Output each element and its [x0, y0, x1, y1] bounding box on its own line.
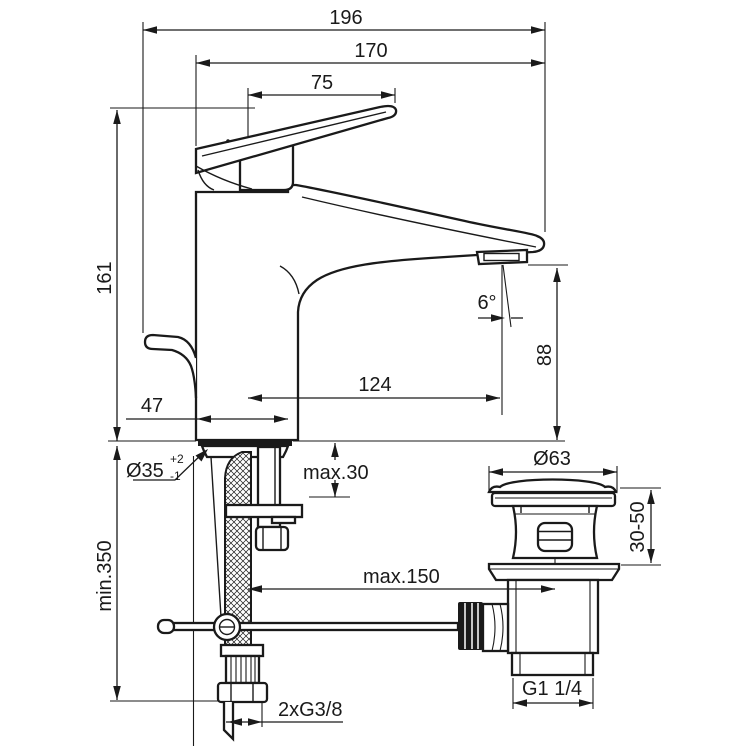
- label-spout-outlet-height: 88: [534, 344, 556, 366]
- label-supply-connections: 2xG3/8: [278, 699, 342, 721]
- dimension-lines: [113, 26, 655, 726]
- waste-flange: [490, 491, 617, 508]
- waste-plug-cap: [487, 478, 618, 494]
- popup-waste-assembly: [458, 478, 621, 677]
- vertical-pull-rod: [210, 456, 222, 618]
- tail-pipe: [222, 702, 235, 742]
- label-waste-flange-diameter: Ø63: [533, 448, 571, 470]
- handle-chin-line: [195, 165, 253, 190]
- waste-lower-tube: [506, 578, 600, 655]
- aerator-insert: [483, 252, 520, 262]
- label-waste-thread: G1 1/4: [522, 678, 582, 700]
- label-basin-thickness-range: 30-50: [627, 501, 649, 552]
- label-spout-angle: 6°: [477, 292, 496, 314]
- dimension-labels: 196 170 75 161 min.350 47 124 88 6° Ø35 …: [94, 7, 649, 721]
- handle-indicator-dot: [226, 139, 230, 143]
- ball-joint-boot: [458, 602, 483, 650]
- base-gasket: [198, 440, 292, 446]
- rod-end-cap: [156, 618, 176, 635]
- label-hose-min-length: min.350: [94, 540, 116, 611]
- handle-rear-arc: [197, 169, 215, 191]
- label-body-depth: 47: [141, 395, 163, 417]
- second-hose-hex: [254, 525, 290, 552]
- faucet-body-and-spout: [194, 183, 546, 442]
- lever-window: [536, 521, 574, 553]
- spout-inner-edge: [301, 196, 537, 248]
- bracket-step: [270, 515, 297, 525]
- body-rear-hook: [143, 333, 198, 399]
- label-hole-tol-plus: +2: [170, 452, 184, 466]
- mounting-bracket: [224, 503, 304, 519]
- faucet-outline: [143, 104, 546, 459]
- label-handle-length: 75: [311, 72, 333, 94]
- waste-locknut: [487, 562, 621, 582]
- crimp-ribs: [230, 657, 256, 682]
- waste-threaded-tail: [510, 651, 595, 677]
- below-deck-assembly: [156, 445, 460, 742]
- lever-handle: [194, 104, 398, 175]
- g38-nut: [216, 681, 269, 704]
- label-body-to-spout: 170: [354, 40, 387, 62]
- label-overall-width: 196: [329, 7, 362, 29]
- hose-collar: [219, 643, 265, 658]
- label-hole-diameter: Ø35: [126, 460, 164, 482]
- handle-edge-line: [201, 111, 387, 157]
- spout-fillet-line: [279, 265, 300, 295]
- label-hole-tol-minus: -1: [170, 469, 181, 483]
- label-rod-max-reach: max.150: [363, 566, 440, 588]
- label-height-to-handle: 161: [94, 261, 116, 294]
- label-spout-reach: 124: [358, 374, 391, 396]
- label-deck-max-thickness: max.30: [303, 462, 369, 484]
